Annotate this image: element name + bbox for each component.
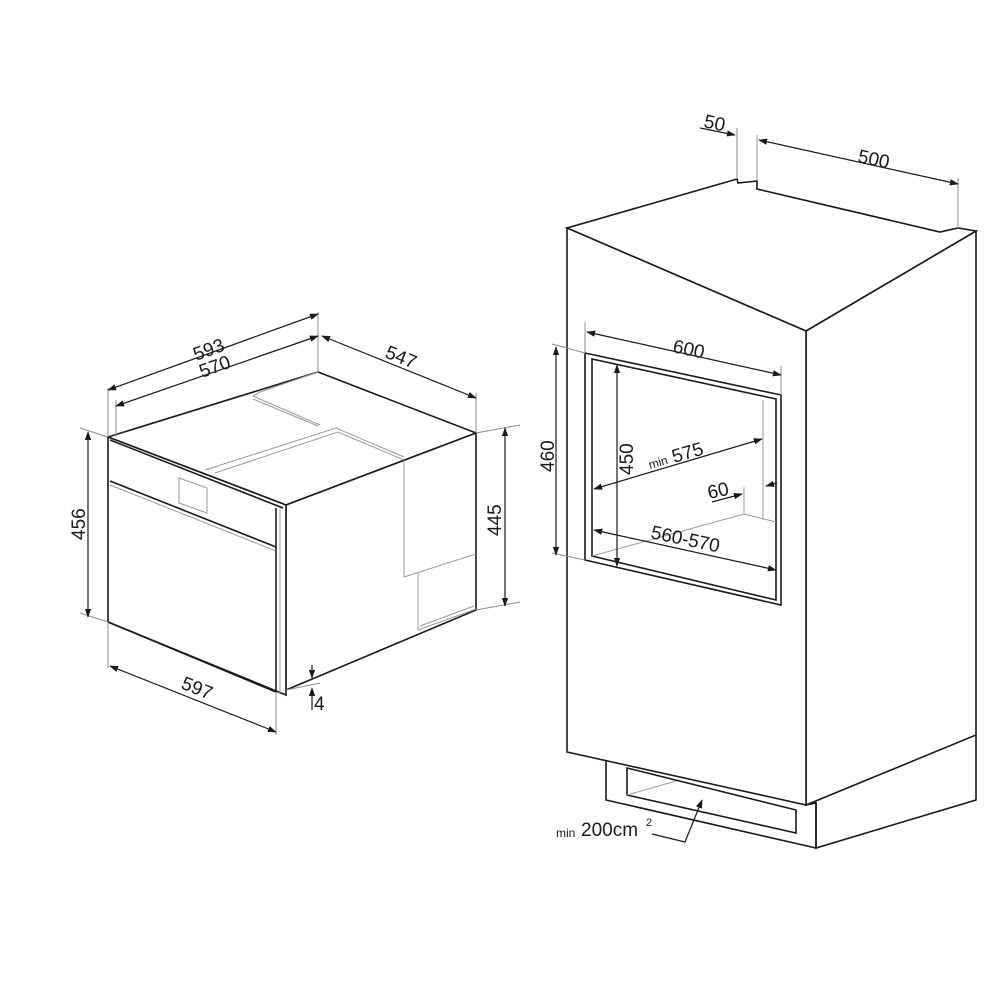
dim-gap-bottom: 4 — [314, 694, 325, 715]
niche-frame — [584, 352, 782, 607]
cabinet-side-face — [805, 229, 977, 807]
cabinet-top-face — [564, 178, 979, 332]
dim-min-depth-prefix: min — [647, 453, 669, 472]
dim-rear-clearance: 60 — [706, 479, 731, 504]
dim-body-height: 445 — [485, 504, 506, 536]
dim-rear-gap: 50 — [702, 111, 727, 136]
ventilation-opening — [626, 766, 797, 834]
dim-niche-outer-height: 460 — [538, 440, 559, 472]
vent-area-superscript: 2 — [646, 817, 652, 829]
oven-drawing — [105, 371, 479, 697]
dim-cabinet-depth: 500 — [856, 146, 891, 173]
vent-min-prefix: min — [556, 826, 575, 840]
dim-front-width: 597 — [178, 673, 215, 704]
vent-min-area: 200cm — [581, 820, 638, 841]
control-display — [178, 477, 208, 514]
dim-niche-inner-height: 450 — [617, 443, 638, 475]
dim-depth: 547 — [382, 342, 419, 373]
dim-front-height: 456 — [69, 508, 90, 540]
cabinet-drawing — [564, 178, 979, 850]
